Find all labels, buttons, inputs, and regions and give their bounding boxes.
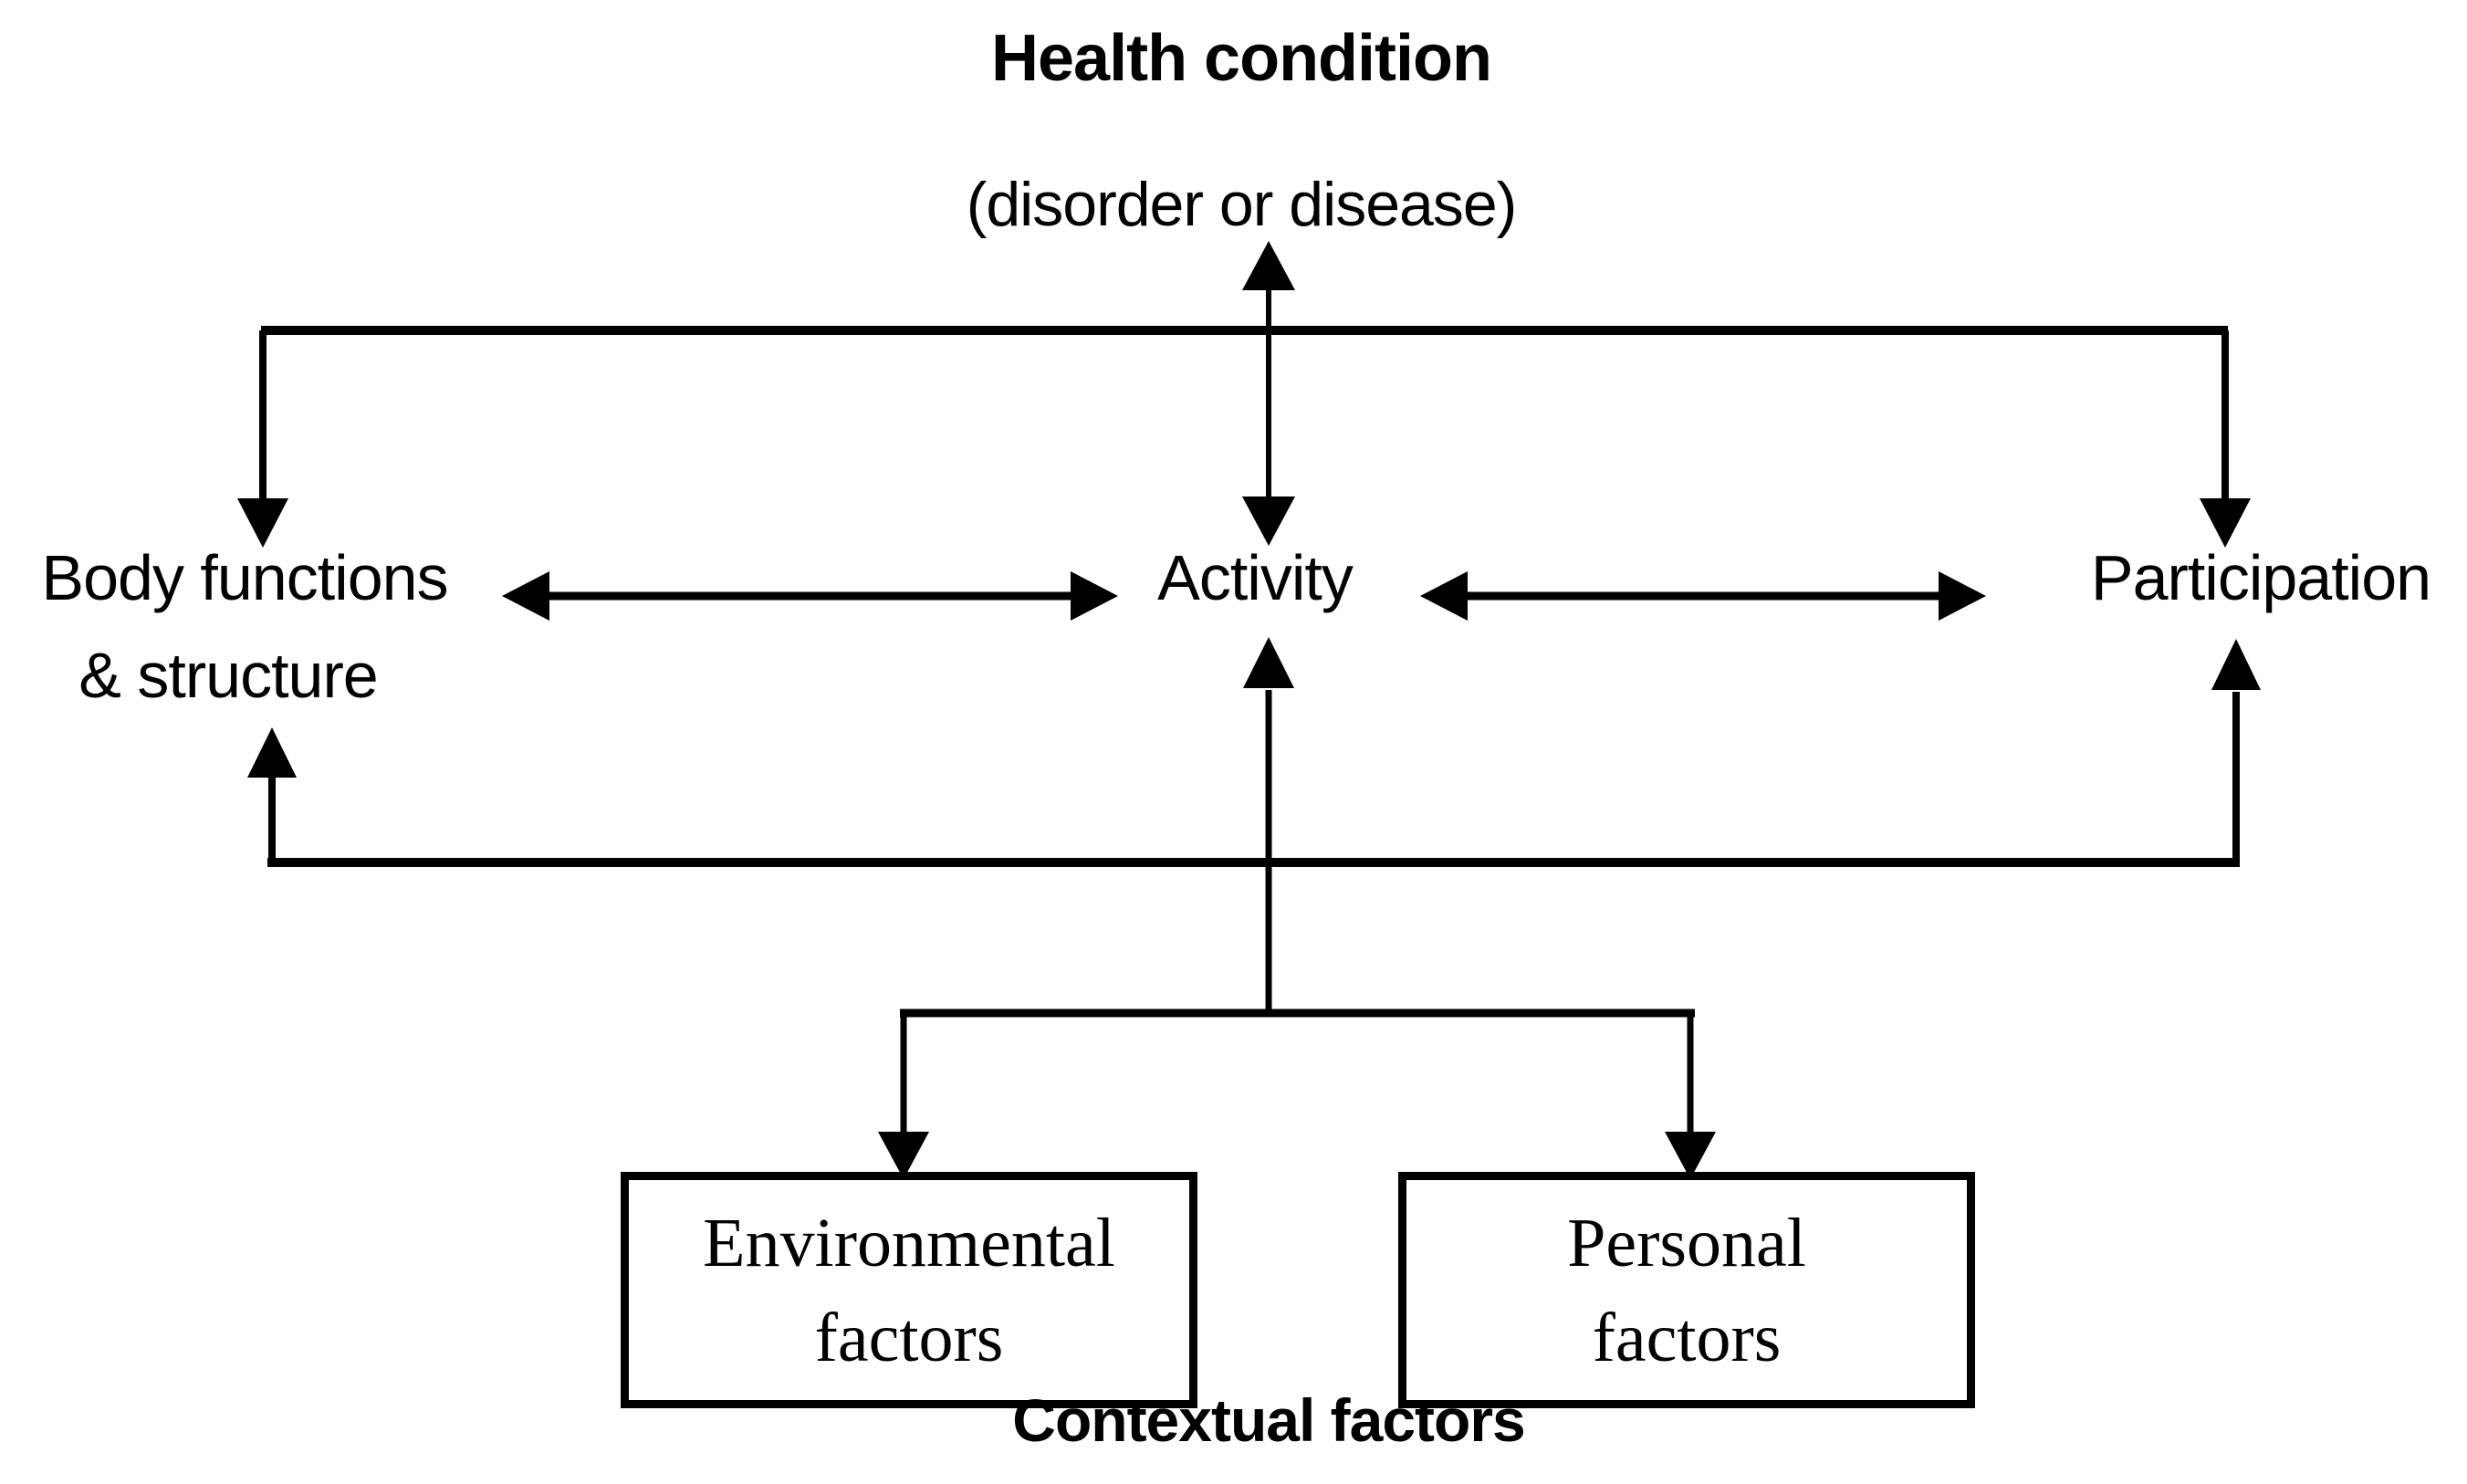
arrow-down-to-environmental-factors [878, 1009, 929, 1179]
arrow-down-to-personal-factors [1665, 1009, 1716, 1179]
health-condition-title: Health condition [991, 22, 1492, 95]
body-functions-label-line2: & structure [78, 640, 378, 711]
arrow-down-to-body-functions [237, 330, 288, 548]
personal-factors-box: Personal factors [1398, 1172, 1975, 1408]
environmental-factors-label-line2: factors [814, 1299, 1004, 1376]
environmental-factors-box: Environmental factors [621, 1172, 1197, 1408]
arrow-body-functions-activity [502, 571, 1118, 621]
body-functions-label-line1: Body functions [41, 542, 448, 613]
arrow-up-to-participation [2211, 639, 2261, 861]
health-condition-subtitle: (disorder or disease) [966, 170, 1518, 239]
arrow-health-condition-activity [1242, 241, 1295, 546]
arrow-up-to-activity [1243, 637, 1294, 1015]
personal-factors-label-line1: Personal [1567, 1204, 1806, 1281]
arrow-activity-participation [1420, 571, 1986, 621]
personal-factors-label-line2: factors [1592, 1299, 1782, 1376]
arrow-down-to-participation [2200, 330, 2251, 548]
arrow-up-to-body-functions [247, 727, 297, 861]
activity-label: Activity [1157, 542, 1354, 613]
contextual-factors-label: Contextual factors [1012, 1386, 1525, 1454]
environmental-factors-label-line1: Environmental [703, 1204, 1115, 1281]
participation-label: Participation [2090, 542, 2431, 613]
